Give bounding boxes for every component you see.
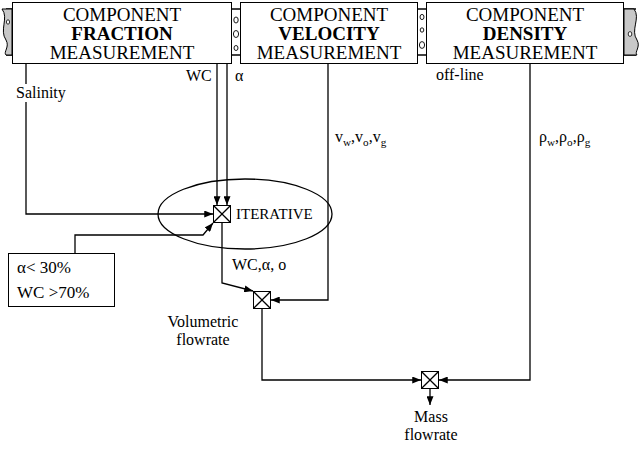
connector-arrow — [226, 64, 227, 205]
connector-arrow — [75, 223, 213, 253]
edge-label: Salinity — [14, 84, 68, 102]
gas-bubble — [234, 17, 238, 23]
gas-bubble — [6, 20, 9, 24]
output-arrow — [429, 389, 430, 405]
pipe-end — [624, 9, 638, 55]
condition-box: α< 30% WC >70% — [8, 253, 115, 307]
summing-junction: Mass flowrate — [421, 371, 439, 389]
edge-label: WC,α, o — [230, 256, 288, 274]
note-label: off-line — [434, 66, 486, 84]
gas-bubble — [419, 42, 424, 49]
summing-junction — [213, 205, 231, 223]
gas-bubble — [420, 28, 424, 32]
edge-label: ρw,ρo,ρg — [537, 128, 592, 146]
measurement-box: COMPONENT DENSITY MEASUREMENT — [426, 2, 624, 64]
junction-label: Mass flowrate — [401, 408, 461, 444]
box-label: COMPONENT DENSITY MEASUREMENT — [453, 5, 598, 62]
box-label: COMPONENT FRACTION MEASUREMENT — [50, 5, 195, 62]
gas-bubble — [234, 46, 238, 51]
junction-cross — [254, 292, 270, 308]
node-label: ITERATIVE — [236, 205, 313, 223]
connector-arrow — [439, 64, 530, 380]
iterative-ellipse: ITERATIVE — [157, 178, 333, 250]
pipe-end — [2, 9, 12, 55]
gas-bubble — [233, 31, 238, 38]
edge-label: WC — [184, 67, 214, 85]
junction-label: Volumetric flowrate — [161, 313, 245, 349]
gas-bubble — [420, 14, 424, 19]
connector-arrow — [216, 64, 217, 205]
junction-cross — [214, 206, 230, 222]
junction-cross — [422, 372, 438, 388]
connector-arrow — [262, 309, 421, 380]
edge-label: α — [233, 67, 245, 85]
summing-junction: Volumetric flowrate — [253, 291, 271, 309]
condition-text: WC >70% — [17, 283, 89, 303]
condition-text: α< 30% — [17, 258, 71, 278]
measurement-box: COMPONENT VELOCITY MEASUREMENT — [240, 2, 418, 64]
measurement-box: COMPONENT FRACTION MEASUREMENT — [12, 2, 232, 64]
connectors — [26, 64, 530, 380]
box-label: COMPONENT VELOCITY MEASUREMENT — [257, 5, 402, 62]
gas-bubble — [628, 32, 632, 37]
edge-label: vw,vo,vg — [333, 128, 388, 146]
